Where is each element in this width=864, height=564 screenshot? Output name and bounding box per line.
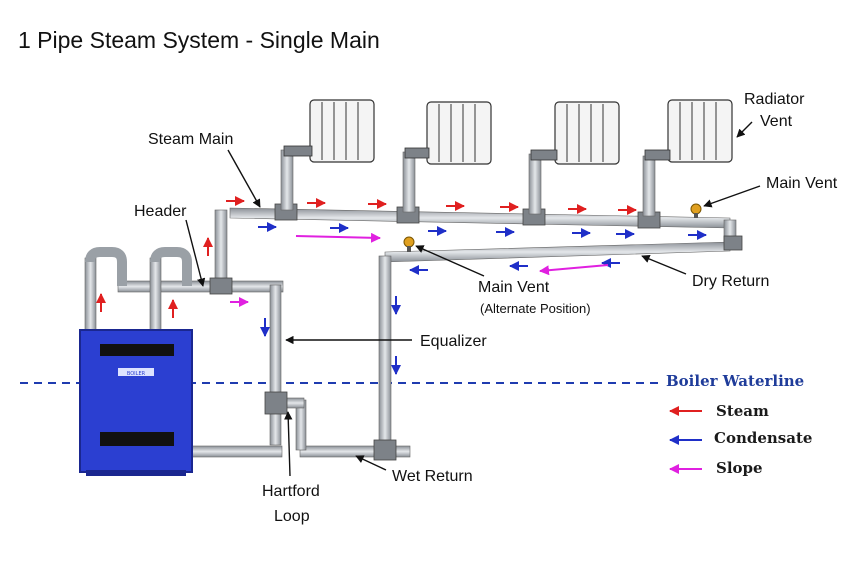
equalizer-pipe [269, 284, 282, 446]
boiler-riser-left [84, 257, 97, 331]
radiator-1-supply [280, 149, 294, 211]
fitting-wet-return-tee [373, 439, 397, 461]
main-vent-stem [694, 213, 698, 218]
leader-radiator-vent [736, 121, 753, 138]
boiler-riser-right [149, 257, 162, 331]
radiator-4-body [667, 99, 733, 163]
main-vent-alt-icon [403, 236, 415, 248]
radiator-1-body [309, 99, 375, 163]
label-dry-return: Dry Return [692, 273, 769, 290]
radiator-2 [402, 101, 492, 213]
label-radiator-vent-1: Radiator [744, 91, 805, 108]
label-equalizer: Equalizer [420, 333, 487, 350]
label-header: Header [134, 203, 187, 220]
leader-steam-main [227, 149, 261, 208]
header-pipe [117, 280, 284, 293]
label-hartford-loop-2: Loop [274, 508, 310, 525]
label-main-vent: Main Vent [766, 175, 838, 192]
boiler-panel-bottom [100, 432, 174, 446]
radiators [280, 99, 733, 217]
label-radiator-vent-2: Vent [760, 113, 793, 130]
leader-main-vent [703, 185, 761, 208]
legend-condensate-label: Condensate [714, 429, 812, 447]
radiator-4-valve [644, 149, 671, 161]
return-drop-pipe [378, 255, 392, 453]
label-main-vent-alt-1: Main Vent [478, 279, 550, 296]
arrow-slope [539, 264, 609, 276]
fitting-end-elbow [723, 235, 743, 251]
header-riser [214, 209, 228, 286]
main-vent-icon [690, 203, 702, 215]
radiator-3-valve [530, 149, 558, 161]
radiator-1-valve [283, 145, 313, 157]
radiator-1 [280, 99, 375, 211]
label-steam-main: Steam Main [148, 131, 233, 148]
radiator-2-body [426, 101, 492, 165]
legend: Boiler Waterline Steam Condensate Slope [666, 372, 812, 477]
leader-dry-return [641, 254, 687, 275]
radiator-4 [642, 99, 733, 217]
leader-wet-return [355, 455, 387, 471]
label-hartford-loop-1: Hartford [262, 483, 320, 500]
radiator-3 [528, 101, 620, 215]
legend-slope-label: Slope [716, 459, 763, 477]
boiler: BOILER [79, 329, 193, 476]
labels: Steam Main Header Radiator Vent Main Ven… [134, 91, 838, 525]
boiler-badge-plate [118, 368, 154, 376]
wet-return-pipe [299, 445, 411, 458]
fitting-header-tee [209, 277, 233, 295]
radiator-2-valve [404, 147, 430, 159]
dry-return-pipe [384, 241, 731, 263]
legend-waterline-label: Boiler Waterline [666, 372, 804, 390]
main-vent-alt-stem [407, 246, 411, 252]
boiler-return-pipe [191, 445, 283, 458]
leader-lines [185, 121, 761, 477]
piping [84, 203, 743, 461]
legend-steam-label: Steam [716, 402, 769, 420]
leader-hartford-loop [284, 411, 293, 477]
radiator-2-supply [402, 151, 416, 213]
radiator-3-body [554, 101, 620, 165]
radiator-3-supply [528, 153, 542, 215]
boiler-gooseneck-left [85, 247, 127, 286]
diagram-title: 1 Pipe Steam System - Single Main [18, 27, 380, 53]
boiler-badge: BOILER [127, 371, 146, 377]
radiator-4-supply [642, 155, 656, 217]
boiler-base [86, 470, 186, 476]
arrow-slope [295, 232, 381, 243]
boiler-panel-top [100, 344, 174, 356]
label-main-vent-alt-2: (Alternate Position) [480, 301, 591, 316]
fitting-hartford-tee [264, 391, 288, 415]
label-wet-return: Wet Return [392, 468, 473, 485]
boiler-gooseneck-right [150, 247, 192, 286]
leader-main-vent-alt [415, 245, 485, 277]
flow-arrows [96, 196, 707, 375]
leader-header [185, 219, 206, 287]
